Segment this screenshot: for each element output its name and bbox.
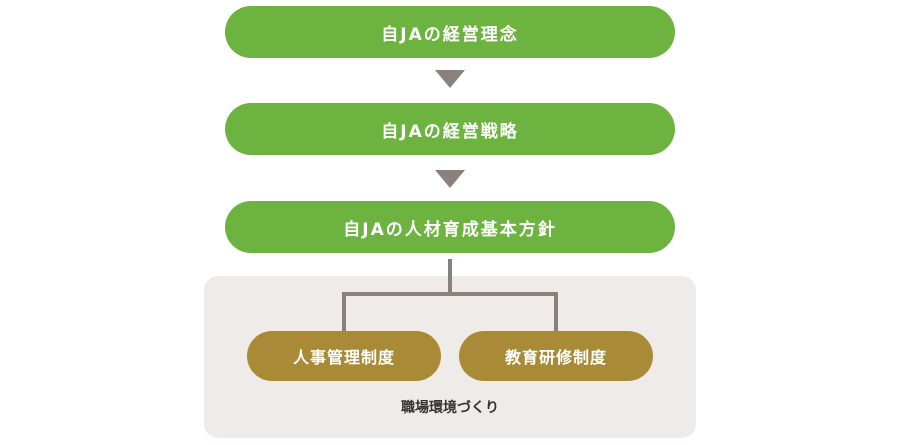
box-hr-policy: 自JAの人材育成基本方針	[225, 201, 675, 253]
box-label: 人事管理制度	[292, 348, 395, 367]
connector-horizontal	[342, 292, 558, 296]
connector-left	[342, 292, 346, 332]
down-arrow-icon	[435, 70, 465, 88]
box-management-philosophy: 自JAの経営理念	[225, 6, 675, 58]
down-arrow-icon	[435, 170, 465, 188]
box-label: 教育研修制度	[504, 348, 607, 367]
panel-caption: 職場環境づくり	[401, 400, 499, 416]
box-personnel-system: 人事管理制度	[247, 331, 441, 381]
box-management-strategy: 自JAの経営戦略	[225, 103, 675, 155]
connector-right	[554, 292, 558, 332]
connector-stem	[448, 259, 452, 296]
box-training-system: 教育研修制度	[459, 331, 653, 381]
box-label: 自JAの経営理念	[381, 24, 519, 45]
box-label: 自JAの経営戦略	[381, 121, 519, 142]
box-label: 自JAの人材育成基本方針	[343, 219, 557, 240]
